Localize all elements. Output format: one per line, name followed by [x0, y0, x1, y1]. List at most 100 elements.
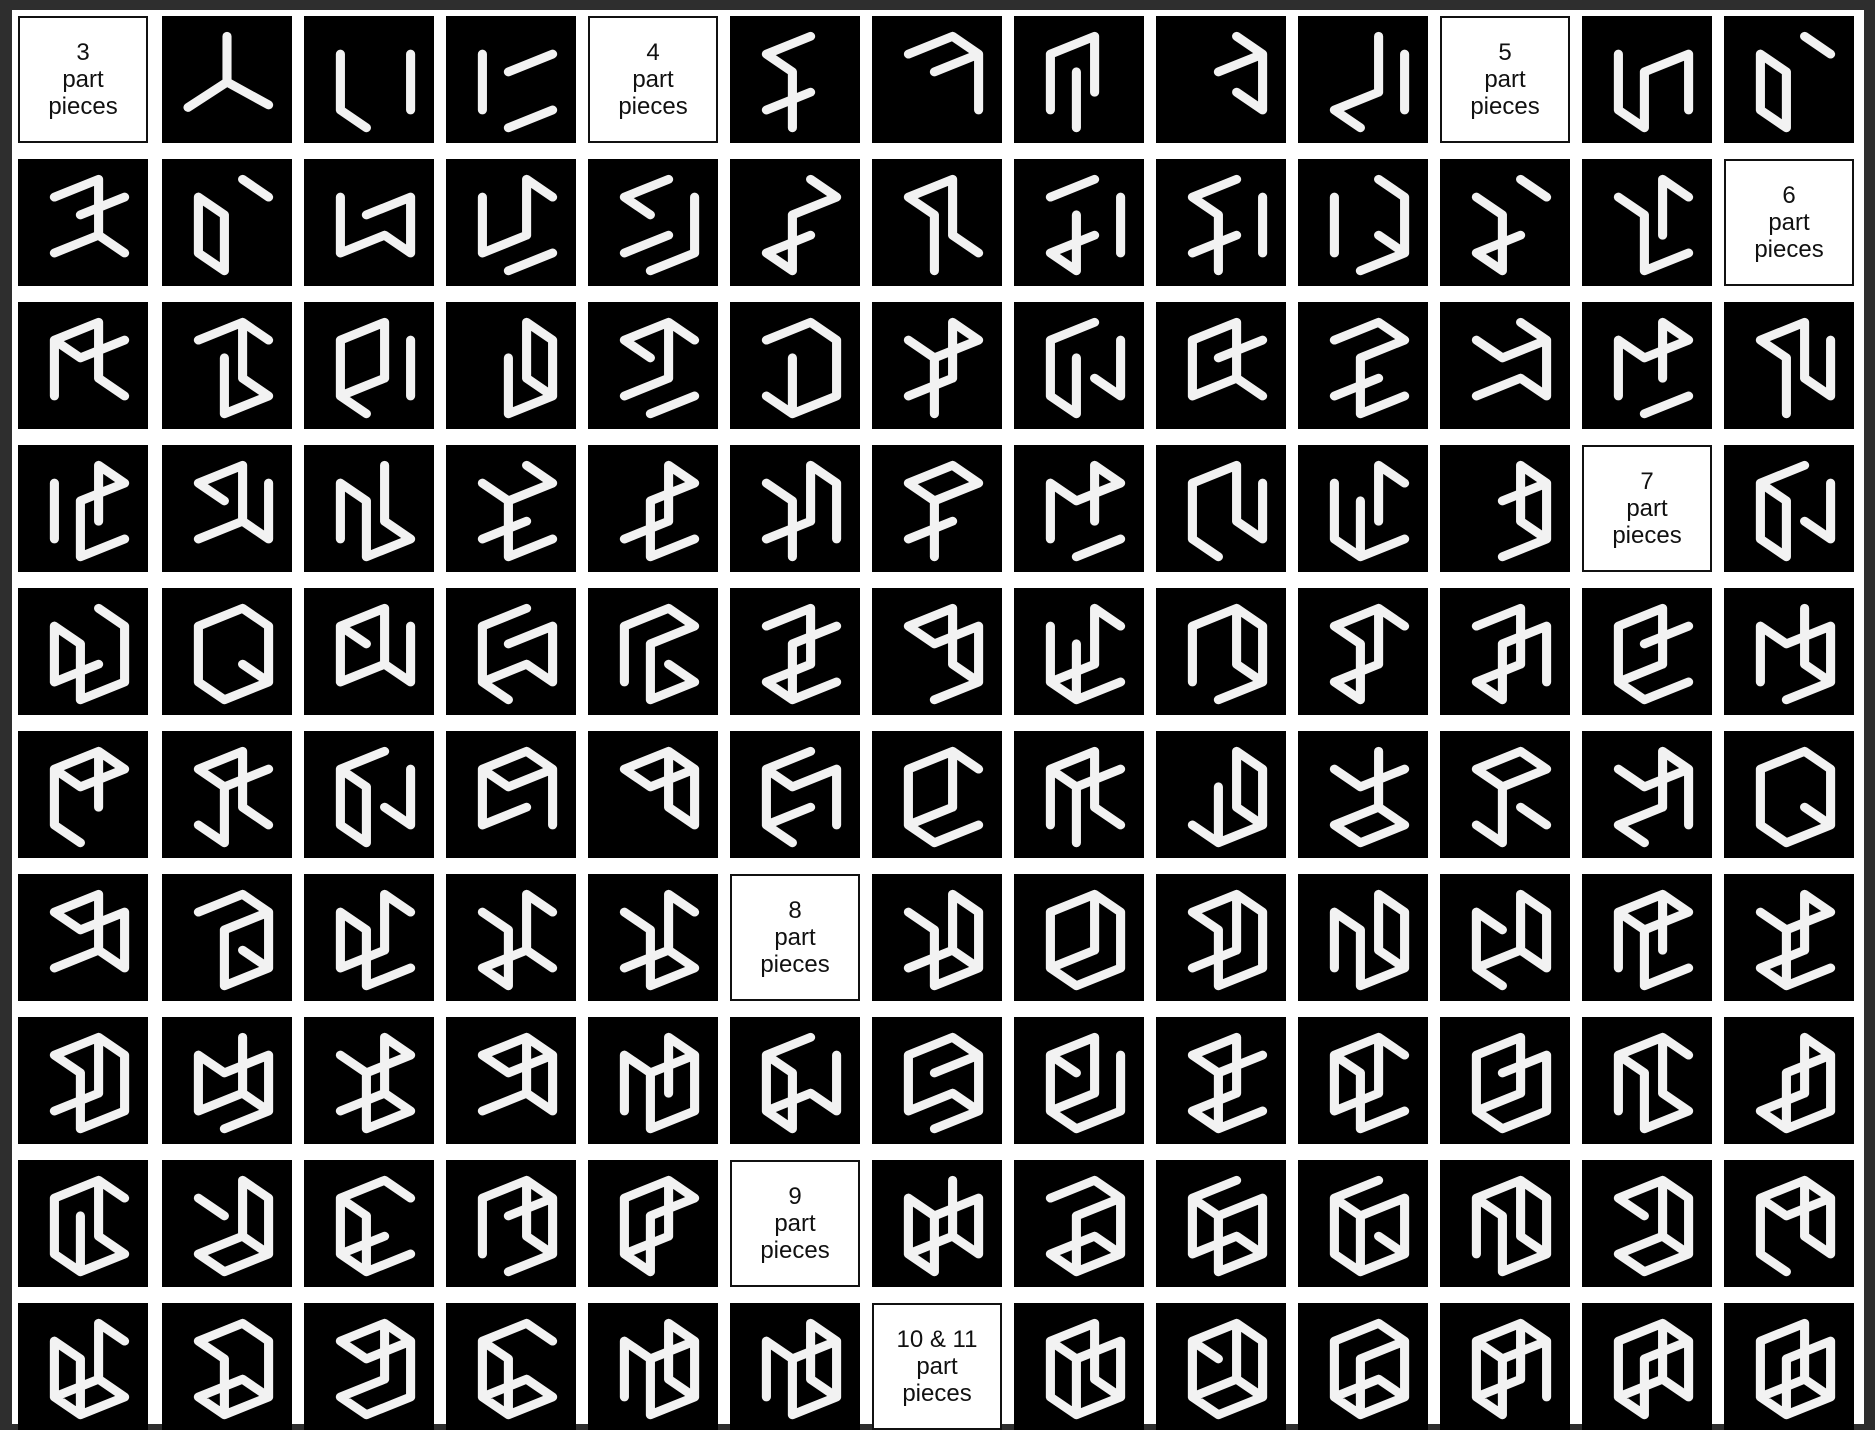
cube-sculpture-image	[446, 1017, 576, 1144]
sculpture-lines	[1760, 1323, 1830, 1414]
label-text: pieces	[902, 1380, 971, 1407]
cube-sculpture-image	[1156, 159, 1286, 286]
sculpture-lines	[482, 179, 552, 270]
sculpture-drawing	[304, 874, 434, 1001]
sculpture-lines	[54, 1037, 124, 1128]
sculpture-drawing	[304, 16, 434, 143]
sculpture-lines	[908, 751, 978, 842]
cube-sculpture-image	[1440, 302, 1570, 429]
cube-sculpture-image	[588, 588, 718, 715]
sculpture-drawing	[1298, 1160, 1428, 1287]
cube-sculpture-image	[162, 588, 292, 715]
cube-sculpture-image	[730, 159, 860, 286]
sculpture-lines	[1334, 1180, 1404, 1271]
cube-sculpture-image	[18, 302, 148, 429]
cube-sculpture-image	[1724, 445, 1854, 572]
sculpture-drawing	[446, 302, 576, 429]
sculpture-drawing	[162, 1017, 292, 1144]
sculpture-lines	[908, 465, 978, 556]
label-text: part	[62, 66, 103, 93]
cube-sculpture-image	[872, 302, 1002, 429]
sculpture-drawing	[162, 874, 292, 1001]
sculpture-drawing	[1724, 874, 1854, 1001]
sculpture-lines	[482, 1180, 552, 1271]
sculpture-lines	[1618, 1180, 1688, 1271]
cube-sculpture-image	[18, 1160, 148, 1287]
cube-sculpture-image	[304, 874, 434, 1001]
cube-sculpture-image	[1582, 16, 1712, 143]
sculpture-lines	[1476, 608, 1546, 699]
cube-sculpture-image	[1440, 731, 1570, 858]
sculpture-drawing	[1298, 159, 1428, 286]
cube-sculpture-image	[1014, 1160, 1144, 1287]
sculpture-drawing	[162, 731, 292, 858]
sculpture-drawing	[1440, 159, 1570, 286]
sculpture-drawing	[588, 588, 718, 715]
sculpture-lines	[1476, 751, 1546, 842]
sculpture-lines	[1192, 608, 1262, 699]
sculpture-drawing	[1582, 1017, 1712, 1144]
cube-sculpture-image	[1156, 731, 1286, 858]
sculpture-lines	[1334, 36, 1404, 127]
cube-sculpture-image	[162, 302, 292, 429]
sculpture-lines	[766, 36, 810, 127]
sculpture-lines	[1192, 1323, 1262, 1414]
sculpture-drawing	[162, 445, 292, 572]
label-text: part	[632, 66, 673, 93]
sculpture-lines	[1618, 894, 1688, 985]
sculpture-lines	[1618, 608, 1688, 699]
cube-sculpture-image	[1440, 1160, 1570, 1287]
sculpture-drawing	[304, 445, 434, 572]
sculpture-lines	[54, 608, 124, 699]
cube-sculpture-image	[1014, 302, 1144, 429]
sculpture-drawing	[304, 1160, 434, 1287]
sculpture-drawing	[18, 1017, 148, 1144]
sculpture-lines	[1050, 36, 1094, 127]
sculpture-drawing	[1440, 1303, 1570, 1430]
sculpture-drawing	[1582, 1303, 1712, 1430]
cube-sculpture-image	[1582, 1303, 1712, 1430]
sculpture-drawing	[872, 302, 1002, 429]
cube-sculpture-image	[1014, 1303, 1144, 1430]
sculpture-drawing	[446, 1017, 576, 1144]
sculpture-drawing	[1440, 445, 1570, 572]
label-text: 8	[788, 897, 801, 924]
sculpture-drawing	[1582, 16, 1712, 143]
sculpture-lines	[482, 608, 552, 699]
cube-sculpture-image	[18, 1017, 148, 1144]
sculpture-lines	[1334, 179, 1404, 270]
sculpture-drawing	[18, 445, 148, 572]
sculpture-drawing	[1724, 1160, 1854, 1287]
cube-sculpture-image	[1156, 1303, 1286, 1430]
sculpture-drawing	[1014, 16, 1144, 143]
sculpture-lines	[1618, 751, 1688, 842]
sculpture-drawing	[18, 1303, 148, 1430]
sculpture-drawing	[304, 588, 434, 715]
sculpture-lines	[1334, 1323, 1404, 1414]
sculpture-lines	[1476, 894, 1546, 985]
label-text: pieces	[760, 951, 829, 978]
cube-sculpture-image	[588, 731, 718, 858]
sculpture-lines	[54, 894, 124, 968]
sculpture-drawing	[1298, 1303, 1428, 1430]
cube-sculpture-image	[446, 445, 576, 572]
label-text: pieces	[618, 93, 687, 120]
cube-sculpture-image	[304, 1017, 434, 1144]
sculpture-drawing	[872, 159, 1002, 286]
sculpture-drawing	[304, 731, 434, 858]
cube-sculpture-image	[1298, 159, 1428, 286]
sculpture-lines	[766, 465, 836, 556]
cube-sculpture-image	[588, 1017, 718, 1144]
sculpture-drawing	[1298, 874, 1428, 1001]
cube-sculpture-image	[162, 445, 292, 572]
sculpture-drawing	[446, 1160, 576, 1287]
sculpture-lines	[1192, 179, 1262, 270]
sculpture-lines	[198, 1180, 268, 1271]
sculpture-lines	[340, 608, 410, 682]
cube-sculpture-image	[588, 302, 718, 429]
cube-sculpture-image	[872, 16, 1002, 143]
sculpture-drawing	[1014, 302, 1144, 429]
sculpture-drawing	[1298, 1017, 1428, 1144]
